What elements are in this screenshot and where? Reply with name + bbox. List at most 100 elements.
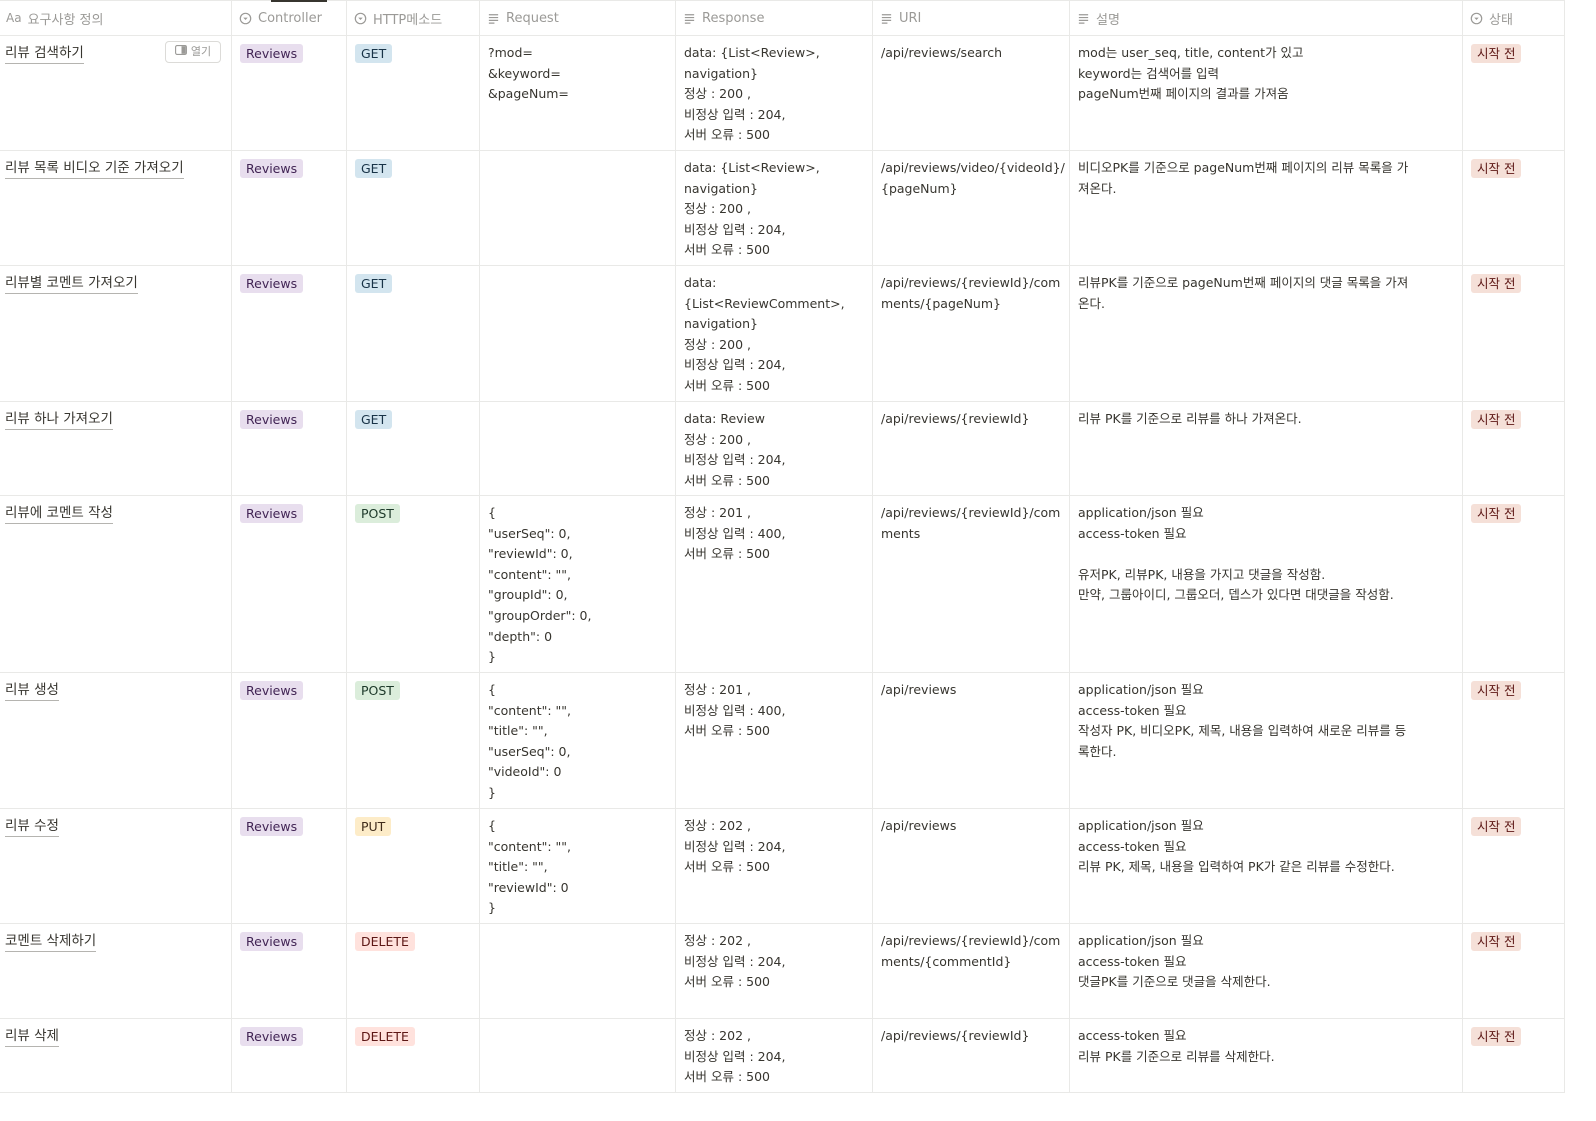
status-cell[interactable]: 시작 전 — [1463, 402, 1564, 495]
status-tag[interactable]: 시작 전 — [1471, 159, 1522, 178]
column-header-request[interactable]: Request — [480, 1, 676, 35]
uri-cell[interactable]: /api/reviews/video/{videoId}/{pageNum} — [873, 151, 1070, 265]
http-method-tag[interactable]: GET — [355, 159, 393, 178]
http-method-cell[interactable]: DELETE — [347, 924, 480, 1018]
controller-tag[interactable]: Reviews — [240, 274, 304, 293]
controller-tag[interactable]: Reviews — [240, 504, 304, 523]
http-method-tag[interactable]: GET — [355, 274, 393, 293]
requirement-cell[interactable]: 리뷰 수정 — [0, 809, 232, 923]
controller-tag[interactable]: Reviews — [240, 44, 304, 63]
table-row[interactable]: 코멘트 삭제하기 Reviews DELETE 정상 : 202 ,비정상 입력 : … — [0, 924, 1564, 1019]
requirement-title[interactable]: 리뷰에 코멘트 작성 — [5, 504, 113, 524]
uri-cell[interactable]: /api/reviews — [873, 809, 1070, 923]
http-method-cell[interactable]: GET — [347, 151, 480, 265]
uri-cell[interactable]: /api/reviews/{reviewId} — [873, 402, 1070, 495]
table-row[interactable]: 리뷰에 코멘트 작성 Reviews POST {"userSeq": 0,"revi… — [0, 496, 1564, 673]
response-cell[interactable]: data: {List<Review>,navigation}정상 : 200 … — [676, 151, 873, 265]
uri-cell[interactable]: /api/reviews/search — [873, 36, 1070, 150]
response-cell[interactable]: data: {List<Review>,navigation}정상 : 200 … — [676, 36, 873, 150]
status-cell[interactable]: 시작 전 — [1463, 36, 1564, 150]
requirement-cell[interactable]: 리뷰 생성 — [0, 673, 232, 808]
request-cell[interactable] — [480, 266, 676, 401]
response-cell[interactable]: 정상 : 202 ,비정상 입력 : 204,서버 오류 : 500 — [676, 809, 873, 923]
controller-cell[interactable]: Reviews — [232, 402, 347, 495]
controller-tag[interactable]: Reviews — [240, 817, 304, 836]
controller-cell[interactable]: Reviews — [232, 924, 347, 1018]
column-header-uri[interactable]: URI — [873, 1, 1070, 35]
status-tag[interactable]: 시작 전 — [1471, 932, 1522, 951]
response-cell[interactable]: 정상 : 202 ,비정상 입력 : 204,서버 오류 : 500 — [676, 924, 873, 1018]
requirement-title[interactable]: 리뷰 목록 비디오 기준 가져오기 — [5, 159, 184, 179]
http-method-cell[interactable]: DELETE — [347, 1019, 480, 1092]
request-cell[interactable] — [480, 1019, 676, 1092]
requirement-cell[interactable]: 리뷰별 코멘트 가져오기 — [0, 266, 232, 401]
http-method-tag[interactable]: POST — [355, 504, 400, 523]
request-cell[interactable]: ?mod=&keyword=&pageNum= — [480, 36, 676, 150]
response-cell[interactable]: 정상 : 202 ,비정상 입력 : 204,서버 오류 : 500 — [676, 1019, 873, 1092]
request-cell[interactable] — [480, 402, 676, 495]
request-cell[interactable] — [480, 924, 676, 1018]
requirement-cell[interactable]: 리뷰 목록 비디오 기준 가져오기 — [0, 151, 232, 265]
http-method-tag[interactable]: PUT — [355, 817, 392, 836]
requirement-title[interactable]: 리뷰 삭제 — [5, 1027, 59, 1047]
response-cell[interactable]: 정상 : 201 ,비정상 입력 : 400,서버 오류 : 500 — [676, 496, 873, 672]
requirement-title[interactable]: 리뷰 생성 — [5, 681, 59, 701]
column-header-description[interactable]: 설명 — [1070, 1, 1463, 35]
requirement-title[interactable]: 리뷰 검색하기 — [5, 44, 84, 64]
status-cell[interactable]: 시작 전 — [1463, 151, 1564, 265]
status-tag[interactable]: 시작 전 — [1471, 410, 1522, 429]
controller-cell[interactable]: Reviews — [232, 673, 347, 808]
status-tag[interactable]: 시작 전 — [1471, 1027, 1522, 1046]
column-header-response[interactable]: Response — [676, 1, 873, 35]
controller-tag[interactable]: Reviews — [240, 932, 304, 951]
status-tag[interactable]: 시작 전 — [1471, 504, 1522, 523]
uri-cell[interactable]: /api/reviews — [873, 673, 1070, 808]
controller-cell[interactable]: Reviews — [232, 809, 347, 923]
http-method-cell[interactable]: POST — [347, 496, 480, 672]
uri-cell[interactable]: /api/reviews/{reviewId} — [873, 1019, 1070, 1092]
status-tag[interactable]: 시작 전 — [1471, 817, 1522, 836]
http-method-cell[interactable]: POST — [347, 673, 480, 808]
status-cell[interactable]: 시작 전 — [1463, 924, 1564, 1018]
column-header-controller[interactable]: Controller — [232, 1, 347, 35]
requirement-title[interactable]: 리뷰 수정 — [5, 817, 59, 837]
requirement-cell[interactable]: 코멘트 삭제하기 — [0, 924, 232, 1018]
column-header-http-method[interactable]: HTTP메소드 — [347, 1, 480, 35]
requirement-cell[interactable]: 리뷰 하나 가져오기 — [0, 402, 232, 495]
http-method-tag[interactable]: POST — [355, 681, 400, 700]
status-tag[interactable]: 시작 전 — [1471, 274, 1522, 293]
controller-cell[interactable]: Reviews — [232, 36, 347, 150]
http-method-cell[interactable]: GET — [347, 266, 480, 401]
requirement-title[interactable]: 리뷰별 코멘트 가져오기 — [5, 274, 138, 294]
response-cell[interactable]: 정상 : 201 ,비정상 입력 : 400,서버 오류 : 500 — [676, 673, 873, 808]
requirement-cell[interactable]: 리뷰에 코멘트 작성 — [0, 496, 232, 672]
http-method-tag[interactable]: DELETE — [355, 932, 415, 951]
http-method-tag[interactable]: GET — [355, 44, 393, 63]
status-cell[interactable]: 시작 전 — [1463, 673, 1564, 808]
request-cell[interactable]: {"userSeq": 0,"reviewId": 0,"content": "… — [480, 496, 676, 672]
http-method-tag[interactable]: DELETE — [355, 1027, 415, 1046]
controller-tag[interactable]: Reviews — [240, 410, 304, 429]
controller-tag[interactable]: Reviews — [240, 681, 304, 700]
status-tag[interactable]: 시작 전 — [1471, 681, 1522, 700]
status-tag[interactable]: 시작 전 — [1471, 44, 1522, 63]
controller-cell[interactable]: Reviews — [232, 266, 347, 401]
http-method-cell[interactable]: GET — [347, 36, 480, 150]
status-cell[interactable]: 시작 전 — [1463, 266, 1564, 401]
